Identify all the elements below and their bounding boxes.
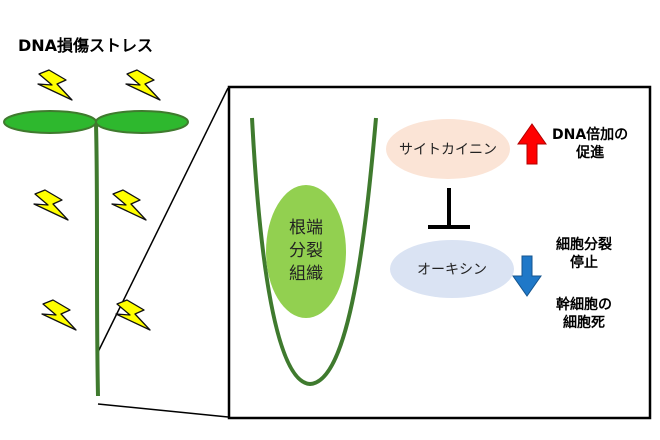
meristem-label-line-1: 根端 [289,218,323,239]
meristem-label-line-2: 分裂 [289,241,323,262]
root-meristem-oval: 根端 分裂 組織 [266,185,346,318]
lightning-bolt-icon [125,69,161,101]
stem-cell-death-line-2: 細胞死 [563,314,605,331]
lightning-bolt-icon [33,189,69,221]
lightning-bolt-icon [111,189,147,221]
plant-stem [94,123,100,397]
stem-cell-death-line-1: 幹細胞の [556,297,612,313]
cotyledon-left [3,110,97,134]
auxin-oval: オーキシン [390,240,514,298]
lightning-bolt-icon [115,299,151,331]
meristem-label-line-3: 組織 [289,263,323,284]
diagram-title: DNA損傷ストレス [18,36,154,55]
cell-division-stop-label: 細胞分裂 停止 [556,237,612,272]
lightning-bolt-icon [41,299,77,331]
lightning-bolt-icon [37,69,73,101]
cytokinin-label: サイトカイニン [399,142,497,158]
cotyledon-right [95,110,189,134]
zoom-line-upper [97,87,229,353]
cell-division-line-2: 停止 [570,254,598,271]
cell-division-line-1: 細胞分裂 [556,237,612,253]
stem-cell-death-label: 幹細胞の 細胞死 [556,297,612,332]
dna-label-line-2: 促進 [576,144,605,161]
arrow-up-icon [517,123,547,165]
arrow-down-icon [512,255,542,297]
auxin-label: オーキシン [417,262,487,278]
zoom-line-lower [97,403,229,418]
root-tip-outline [250,117,378,387]
dna-label-line-1: DNA倍加の [552,127,629,143]
dna-endoreplication-label: DNA倍加の 促進 [552,127,628,162]
cytokinin-oval: サイトカイニン [386,119,510,179]
zoom-box [227,85,652,420]
